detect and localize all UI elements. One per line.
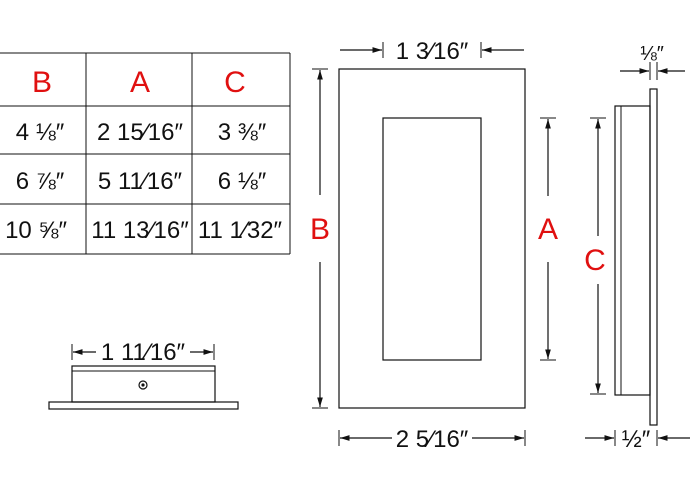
table-header-c: C <box>224 66 246 99</box>
screw-hole-icon <box>138 380 148 390</box>
side-view-body <box>614 105 651 396</box>
side-view: ⅛″ C ½″ <box>584 43 690 453</box>
table-grid <box>0 52 291 255</box>
size-table: B A C 4 ⅛″ 2 15⁄16″ 3 ⅜″ 6 ⅞″ 5 11⁄16″ 6… <box>0 52 291 255</box>
table-cell-r1-c: 3 ⅜″ <box>218 119 267 146</box>
side-view-bottom-label: ½″ <box>622 426 651 453</box>
table-cell-r2-b: 6 ⅞″ <box>16 168 65 195</box>
table-cell-r3-a: 11 13⁄16″ <box>91 217 189 244</box>
cover-plate <box>338 68 526 409</box>
table-cell-r3-c: 11 1⁄32″ <box>198 217 283 244</box>
front-view: 1 3⁄16″ B A 2 5⁄16″ <box>310 38 558 453</box>
front-view-label-a: A <box>538 213 558 246</box>
front-view-bottom-label: 2 5⁄16″ <box>396 426 469 453</box>
front-view-label-b: B <box>310 213 330 246</box>
table-header-a: A <box>130 66 150 99</box>
screw-hole-dot-icon <box>141 383 145 387</box>
table-cell-r3-b: 10 ⅝″ <box>5 217 67 244</box>
bottom-view-flange <box>48 401 239 410</box>
table-cell-r1-a: 2 15⁄16″ <box>97 119 183 146</box>
table-cell-r1-b: 4 ⅛″ <box>16 119 65 146</box>
cover-opening <box>382 117 482 361</box>
side-view-plate <box>649 88 658 426</box>
table-cell-r2-c: 6 ⅛″ <box>218 168 267 195</box>
bottom-view-width-label: 1 11⁄16″ <box>101 339 186 366</box>
side-view-label-c: C <box>584 244 606 277</box>
front-view-top-label: 1 3⁄16″ <box>396 38 469 65</box>
side-view-top-label: ⅛″ <box>640 43 664 65</box>
bottom-view: 1 11⁄16″ <box>48 339 239 410</box>
table-header-b: B <box>32 66 52 99</box>
table-cell-r2-a: 5 11⁄16″ <box>98 168 183 195</box>
